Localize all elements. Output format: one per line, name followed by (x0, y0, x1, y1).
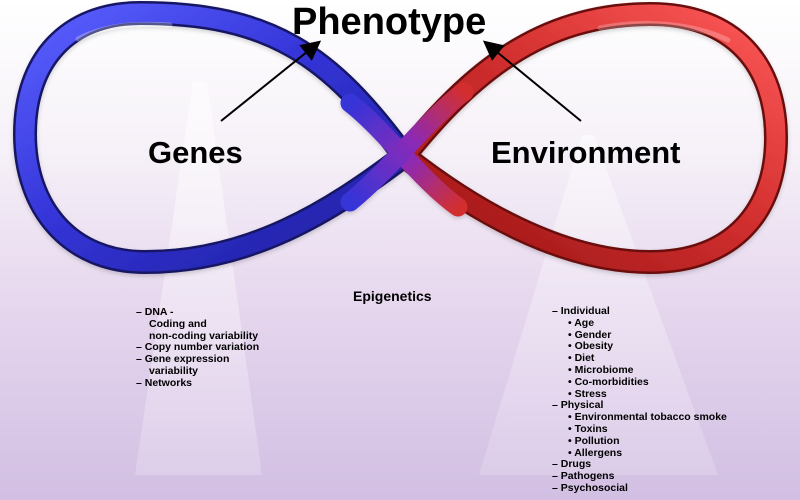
physical-pollution: • Pollution (568, 434, 620, 447)
physical-bullet-list: • Environmental tobacco smoke • Toxins •… (552, 411, 727, 459)
background-beams (135, 82, 718, 475)
environment-individual: – Individual (552, 305, 610, 317)
environment-drugs: – Drugs (552, 458, 592, 471)
genes-factor-list: – DNA - Coding and non-coding variabilit… (136, 306, 260, 390)
phenotype-arrows (220, 40, 582, 122)
environment-pathogens: – Pathogens (552, 470, 615, 483)
gene-factor-coding: Coding and (149, 317, 207, 330)
environment-loop (394, 4, 786, 272)
gene-factor-non-coding: non-coding variability (149, 329, 259, 342)
environment-factor-list: – Individual • Age • Gender • Obesity • … (552, 305, 727, 495)
genes-light-beam (135, 82, 262, 475)
genes-to-phenotype-arrow (220, 40, 322, 122)
physical-toxins: • Toxins (568, 422, 608, 435)
gene-factor-expression: – Gene expression (136, 353, 230, 366)
environment-physical-items: • Environmental tobacco smoke • Toxins •… (552, 411, 727, 459)
genes-loop (15, 3, 414, 272)
genes-loop-highlight (75, 21, 173, 42)
individual-stress: • Stress (568, 387, 607, 400)
environment-to-phenotype-arrow (482, 40, 582, 122)
physical-allergens: • Allergens (568, 446, 623, 459)
environment-physical: – Physical (552, 399, 604, 412)
individual-co-morbidities: • Co-morbidities (568, 375, 649, 388)
gene-factor-copy-number: – Copy number variation (136, 341, 260, 354)
environment-label: Environment (491, 135, 681, 170)
environment-loop-highlight (597, 21, 731, 43)
individual-diet: • Diet (568, 352, 595, 365)
individual-gender: • Gender (568, 328, 612, 341)
epigenetics-label: Epigenetics (353, 288, 432, 304)
environment-light-beam (479, 135, 718, 475)
individual-age: • Age (568, 316, 595, 329)
genes-label: Genes (148, 135, 243, 170)
gene-factor-variability: variability (149, 364, 199, 377)
physical-tobacco-smoke: • Environmental tobacco smoke (568, 411, 727, 424)
individual-microbiome: • Microbiome (568, 363, 634, 376)
gene-factor-dna: – DNA - (136, 306, 174, 318)
individual-bullet-list: • Age • Gender • Obesity • Diet • Microb… (552, 316, 727, 401)
gene-factor-networks: – Networks (136, 376, 193, 389)
phenotype-title: Phenotype (292, 1, 487, 43)
infinity-loop (13, 1, 788, 274)
environment-individual-items: • Age • Gender • Obesity • Diet • Microb… (552, 316, 727, 401)
individual-obesity: • Obesity (568, 340, 614, 353)
environment-psychosocial: – Psychosocial (552, 481, 628, 494)
crossover-segment-b (340, 82, 474, 212)
